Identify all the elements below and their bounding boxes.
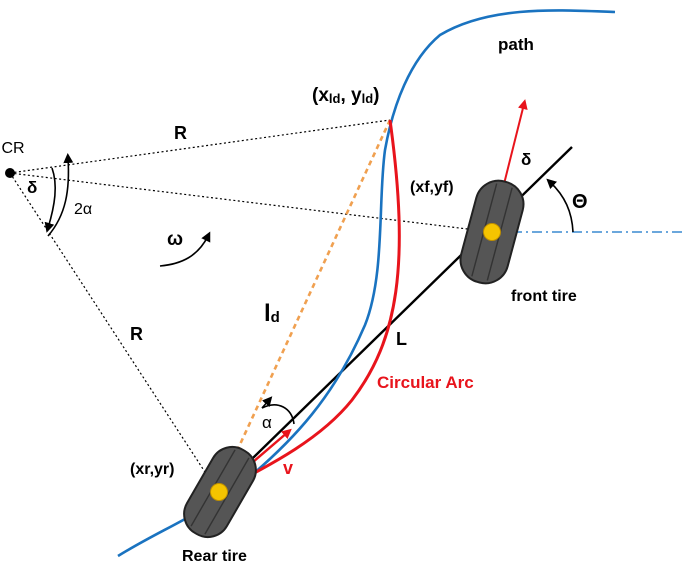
velocity-label: v — [283, 458, 293, 478]
icr-label: ICR — [0, 140, 25, 157]
omega-rotation-arrow — [159, 231, 211, 267]
radius-bottom-label: R — [130, 324, 143, 344]
alpha-label: α — [262, 413, 272, 432]
radius-line-bottom — [9, 172, 219, 493]
lookahead-distance-line — [216, 119, 392, 493]
lookahead-distance-label: ld — [264, 300, 280, 327]
theta-label: Θ — [572, 191, 588, 213]
rear-point-label: (xr,yr) — [130, 461, 174, 478]
radius-top-label: R — [174, 123, 187, 143]
front-tire-label: front tire — [511, 288, 577, 305]
radius-line-top — [9, 119, 391, 174]
front-axle-center — [483, 223, 501, 241]
lookahead-point-label: (xld, yld) — [312, 85, 379, 106]
front-point-label: (xf,yf) — [410, 179, 454, 196]
delta-angle-arc-icr — [44, 167, 57, 233]
delta-front-label: δ — [521, 150, 531, 169]
rear-tire-label: Rear tire — [182, 548, 247, 564]
two-alpha-label: 2α — [74, 201, 92, 218]
wheelbase-label: L — [396, 329, 407, 349]
path-label: path — [498, 35, 534, 54]
icr-point — [5, 168, 15, 178]
circular-arc — [217, 119, 401, 494]
rear-axle-center — [210, 483, 228, 501]
delta-icr-label: δ — [27, 178, 37, 197]
circular-arc-label: Circular Arc — [377, 373, 474, 392]
omega-label: ω — [167, 229, 183, 250]
theta-angle-arc — [546, 178, 574, 233]
two-alpha-angle-arc — [47, 153, 74, 237]
